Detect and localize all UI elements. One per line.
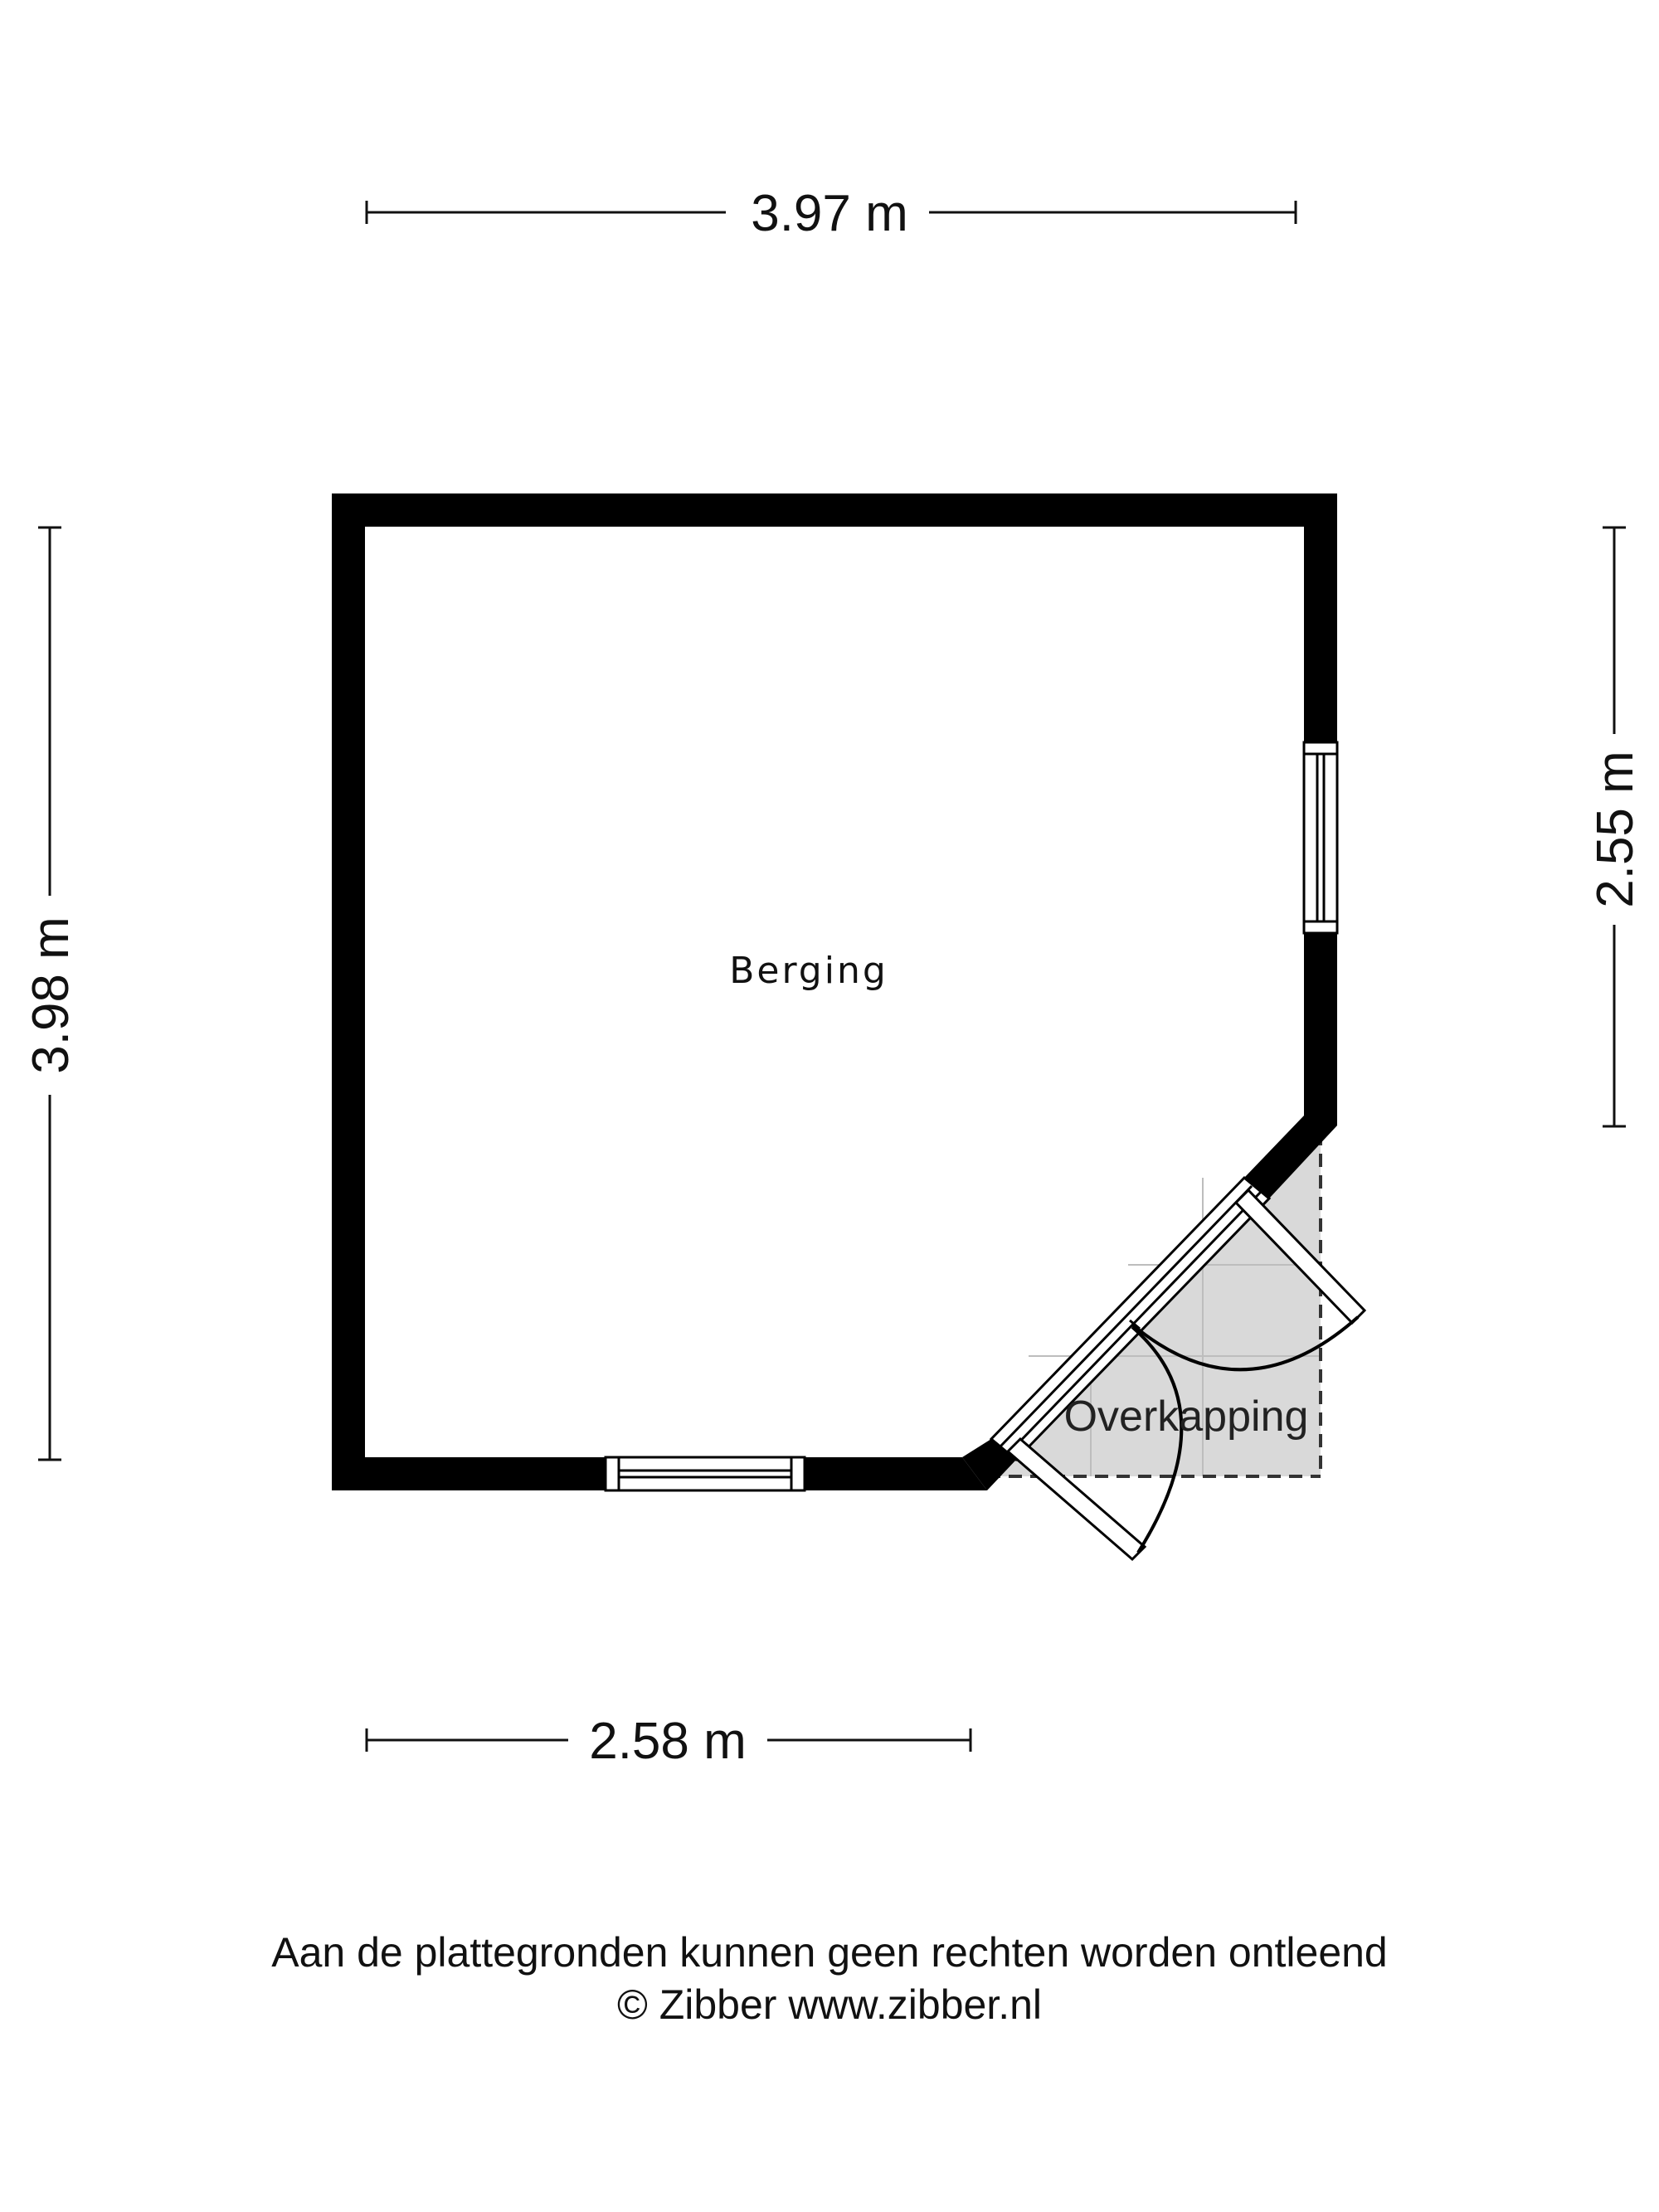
door-leaf-lower bbox=[1005, 1437, 1147, 1562]
dimension-top: 3.97 m bbox=[365, 185, 1297, 242]
disclaimer-text: Aan de plattegronden kunnen geen rechten… bbox=[271, 1929, 1388, 1976]
window-bottom bbox=[604, 1456, 806, 1492]
walls bbox=[332, 493, 1337, 1490]
right-wall-lower bbox=[1304, 933, 1337, 1125]
copyright-text: © Zibber www.zibber.nl bbox=[616, 1981, 1043, 2028]
dimension-bottom: 2.58 m bbox=[365, 1713, 972, 1770]
double-door bbox=[989, 1175, 1367, 1562]
dimension-left-label: 3.98 m bbox=[22, 916, 80, 1074]
door-swing-arc-lower bbox=[1131, 1325, 1184, 1554]
bottom-wall-right bbox=[805, 1457, 987, 1490]
dimension-bottom-label: 2.58 m bbox=[589, 1713, 747, 1770]
diagonal-wall-upper bbox=[1244, 1116, 1337, 1198]
dimension-right: 2.55 m bbox=[1587, 526, 1644, 1128]
window-right bbox=[1302, 741, 1339, 935]
door-swing-arc-upper bbox=[1131, 1315, 1360, 1372]
dimension-left: 3.98 m bbox=[22, 526, 80, 1461]
room-label-berging: Berging bbox=[729, 950, 888, 992]
diagonal-wall-lower bbox=[962, 1439, 1016, 1490]
room-label-overkapping: Overkapping bbox=[1064, 1393, 1309, 1441]
dimension-top-label: 3.97 m bbox=[751, 185, 908, 242]
dimension-right-label: 2.55 m bbox=[1587, 751, 1644, 908]
